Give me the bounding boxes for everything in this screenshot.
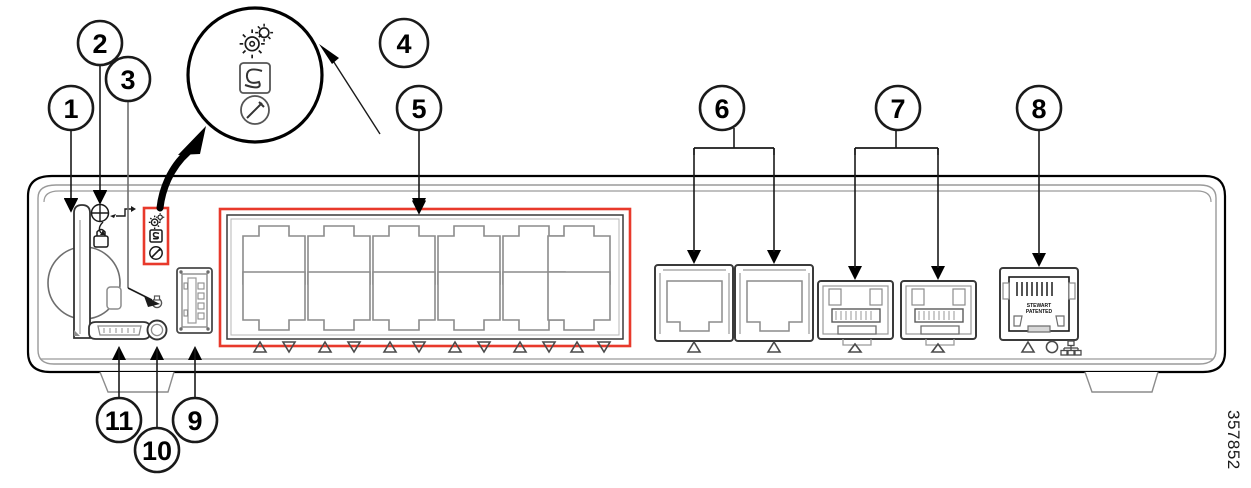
callout-10[interactable]: 10 — [133, 426, 181, 474]
callout-3[interactable]: 3 — [104, 55, 152, 103]
figure-id: 357852 — [1224, 410, 1243, 470]
console-port-marking-line2: PATENTED — [1026, 309, 1053, 315]
led-detail-circle — [186, 6, 324, 144]
gauge-slash-icon — [149, 246, 163, 260]
gauge-slash-icon-magnified — [240, 95, 270, 125]
callout-11[interactable]: 11 — [95, 396, 143, 444]
callout-6[interactable]: 6 — [698, 84, 746, 132]
callout-7-label: 7 — [890, 94, 905, 124]
callout-11-label: 11 — [105, 406, 134, 436]
callout-leader-lines — [63, 44, 427, 307]
callout-circles: 1 2 3 4 5 6 7 8 — [47, 17, 1063, 474]
switch-port-led-indicators — [252, 340, 612, 354]
s-square-icon-magnified — [239, 62, 271, 94]
callout-2[interactable]: 2 — [76, 19, 124, 67]
callout-1[interactable]: 1 — [47, 84, 95, 132]
callout-5[interactable]: 5 — [395, 84, 443, 132]
callout-4-label: 4 — [396, 29, 411, 59]
callout-arrowheads — [64, 190, 1046, 360]
callout-8-label: 8 — [1031, 94, 1046, 124]
status-led-block — [142, 206, 170, 266]
chassis-foot-right — [1084, 371, 1159, 393]
callout-8[interactable]: 8 — [1015, 84, 1063, 132]
callout-4[interactable]: 4 — [378, 17, 430, 69]
callout-6-label: 6 — [714, 94, 729, 124]
rj45-wan-port[interactable] — [654, 264, 734, 353]
callout-1-label: 1 — [63, 94, 78, 124]
rj45-wan-port[interactable] — [734, 264, 814, 353]
gears-icon-magnified — [239, 23, 274, 59]
callout-3-label: 3 — [120, 65, 135, 95]
reset-button[interactable] — [146, 319, 168, 341]
callout-9[interactable]: 9 — [171, 396, 219, 444]
magnifier-pointer-arrow — [156, 126, 206, 212]
sfp-port[interactable] — [900, 280, 977, 353]
callout-5-label: 5 — [411, 94, 426, 124]
usb-a-port[interactable] — [176, 267, 213, 334]
s-square-icon — [149, 229, 163, 243]
callout-10-label: 10 — [142, 436, 172, 466]
network-lan-icon — [1060, 340, 1082, 356]
sfp-port[interactable] — [817, 280, 894, 353]
chassis-foot-left — [99, 371, 175, 393]
micro-usb-console-port[interactable] — [88, 321, 151, 340]
callout-7[interactable]: 7 — [874, 84, 922, 132]
lan-switch-port-block — [218, 207, 632, 354]
callout-9-label: 9 — [187, 406, 202, 436]
console-rj45-port[interactable]: STEWART PATENTED — [999, 267, 1082, 356]
gears-icon — [148, 213, 165, 230]
console-port-marking-line1: STEWART — [1027, 303, 1051, 309]
callout-2-label: 2 — [92, 29, 107, 59]
kensington-lock-icon — [90, 203, 136, 310]
callout-leader-lines-lower — [118, 128, 1040, 428]
